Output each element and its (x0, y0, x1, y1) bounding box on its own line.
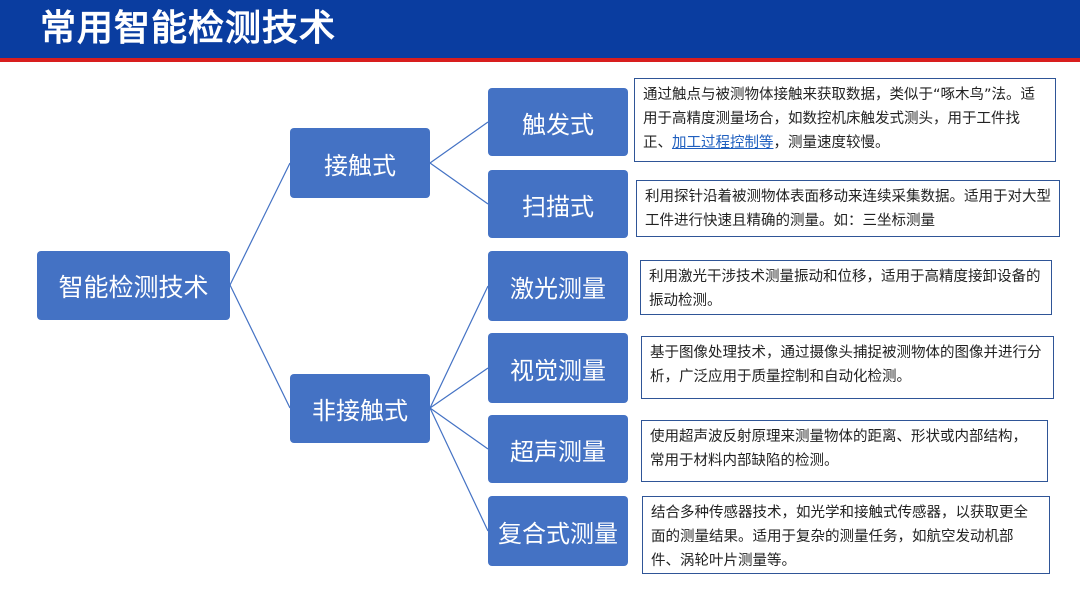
node-scanning: 扫描式 (488, 170, 628, 238)
desc-trigger-text: 通过触点与被测物体接触来获取数据，类似于“啄木鸟”法。适用于高精度测量场合，如数… (643, 87, 1036, 151)
node-ultrasonic: 超声测量 (488, 415, 628, 483)
link-process-control[interactable]: 加工过程控制等 (672, 135, 774, 151)
header-bar (0, 0, 1080, 58)
node-contact: 接触式 (290, 128, 430, 198)
connector-noncontact-vision (429, 367, 489, 409)
desc-trigger: 通过触点与被测物体接触来获取数据，类似于“啄木鸟”法。适用于高精度测量场合，如数… (634, 78, 1056, 162)
connector-noncontact-composite (429, 407, 489, 532)
connector-contact-scan (429, 162, 489, 205)
node-laser: 激光测量 (488, 251, 628, 321)
page-title: 常用智能检测技术 (40, 8, 337, 49)
node-composite: 复合式测量 (488, 496, 628, 566)
desc-composite: 结合多种传感器技术，如光学和接触式传感器，以获取更全面的测量结果。适用于复杂的测… (642, 496, 1050, 574)
desc-vision: 基于图像处理技术，通过摄像头捕捉被测物体的图像并进行分析，广泛应用于质量控制和自… (641, 336, 1054, 399)
desc-ultrasonic: 使用超声波反射原理来测量物体的距离、形状或内部结构，常用于材料内部缺陷的检测。 (641, 420, 1048, 482)
desc-laser: 利用激光干涉技术测量振动和位移，适用于高精度接卸设备的振动检测。 (640, 260, 1052, 315)
connector-contact-trigger (429, 121, 489, 164)
desc-trigger-text-end: ，测量速度较慢。 (773, 135, 890, 151)
connector-noncontact-laser (429, 285, 489, 409)
connector-noncontact-ultrasonic (429, 407, 489, 450)
header-accent-line (0, 58, 1080, 62)
desc-scanning: 利用探针沿着被测物体表面移动来连续采集数据。适用于对大型工件进行快速且精确的测量… (636, 180, 1060, 237)
node-trigger: 触发式 (488, 88, 628, 156)
node-non-contact: 非接触式 (290, 374, 430, 443)
node-root-intelligent-detection: 智能检测技术 (37, 251, 230, 320)
connector-root-contact (229, 162, 291, 286)
connector-root-noncontact (229, 284, 291, 409)
node-vision: 视觉测量 (488, 333, 628, 403)
